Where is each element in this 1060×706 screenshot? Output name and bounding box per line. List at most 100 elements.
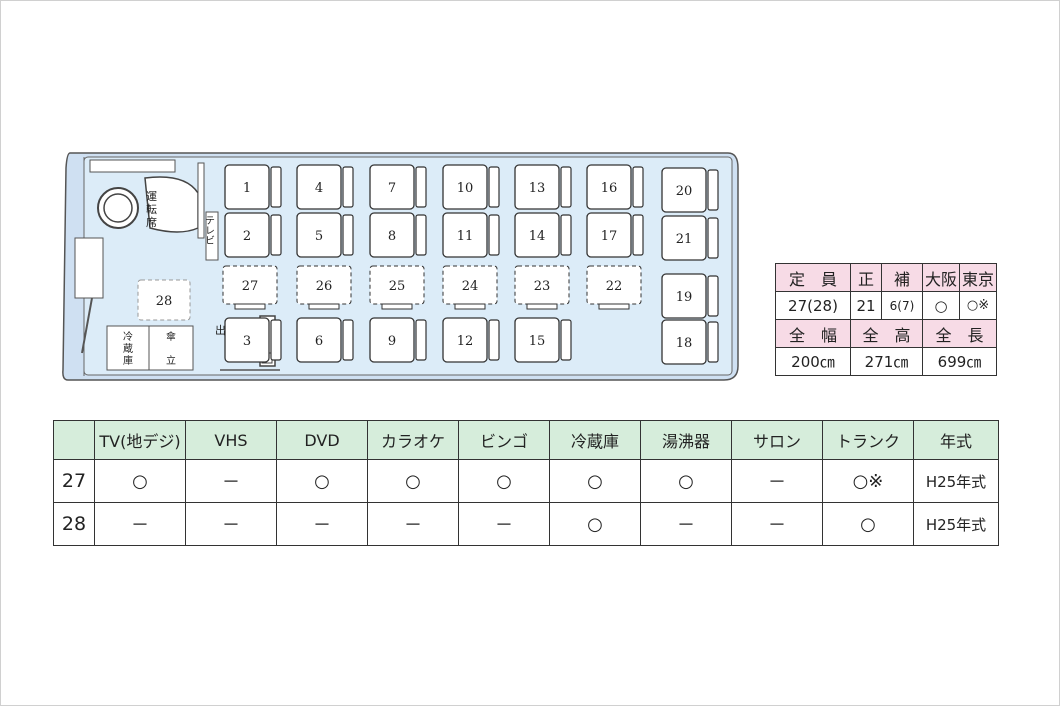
- seat-number: 6: [315, 334, 323, 349]
- seat: 21: [661, 215, 719, 261]
- seat-number: 24: [462, 279, 479, 294]
- umbrella-label-2: 立: [166, 354, 176, 367]
- tv-unit: テレビ: [197, 162, 219, 261]
- seat: 1: [224, 164, 282, 210]
- fridge-and-umbrella: 冷 蔵 庫 傘 立: [106, 325, 194, 371]
- seat-number: 27: [242, 279, 259, 294]
- amenity-cell: －: [185, 459, 277, 503]
- seat-number: 10: [457, 181, 474, 196]
- amenity-cell: ○: [458, 459, 550, 503]
- amenity-cell: ○: [549, 459, 641, 503]
- bus-layout-diagram: 運 転 席 テレビ 28 冷 蔵 庫 傘 立 出入口 1245781011131…: [62, 152, 739, 381]
- aux-seat: 23: [514, 265, 570, 310]
- amenity-header: TV(地デジ): [94, 420, 186, 460]
- amenity-cell: －: [367, 502, 459, 546]
- spec-tokyo-label: 東京: [959, 263, 997, 292]
- seat: 20: [661, 167, 719, 213]
- seat-number: 4: [315, 181, 323, 196]
- driver-label-3: 席: [146, 215, 157, 229]
- amenity-cell: ○: [367, 459, 459, 503]
- seat: 4: [296, 164, 354, 210]
- seat-number: 3: [243, 334, 251, 349]
- amenity-cell: －: [185, 502, 277, 546]
- seat-28-number: 28: [156, 294, 173, 309]
- driver-label-1: 運: [146, 190, 157, 203]
- amenity-table: TV(地デジ) VHS DVD カラオケ ビンゴ 冷蔵庫 湯沸器 サロン トラン…: [53, 420, 999, 546]
- row-label: 27: [53, 459, 95, 503]
- amenity-cell: ○※: [822, 459, 914, 503]
- spec-height-label: 全 高: [850, 319, 923, 348]
- seat: 8: [369, 212, 427, 258]
- seat-28-optional: [137, 279, 191, 321]
- amenity-corner: [53, 420, 95, 460]
- aux-seat: 25: [369, 265, 425, 310]
- amenity-header: 湯沸器: [640, 420, 732, 460]
- seat-number: 2: [243, 229, 251, 244]
- spec-regular-value: 21: [850, 291, 882, 320]
- spec-osaka-value: ○: [922, 291, 960, 320]
- seat-number: 25: [389, 279, 406, 294]
- seat-number: 18: [676, 336, 693, 351]
- amenity-header: サロン: [731, 420, 823, 460]
- spec-width-label: 全 幅: [775, 319, 851, 348]
- spec-aux-value: 6(7): [881, 291, 923, 320]
- seat: 16: [586, 164, 644, 210]
- seat-number: 23: [534, 279, 551, 294]
- spec-capacity-label: 定 員: [775, 263, 851, 292]
- seat-number: 20: [676, 184, 693, 199]
- amenity-cell: ○: [276, 459, 368, 503]
- amenity-cell: －: [458, 502, 550, 546]
- amenity-header: ビンゴ: [458, 420, 550, 460]
- seat-number: 12: [457, 334, 474, 349]
- seat-number: 5: [315, 229, 323, 244]
- amenity-cell: －: [640, 502, 732, 546]
- seat-number: 15: [529, 334, 546, 349]
- seat: 6: [296, 317, 354, 363]
- table-row: 28 － － － － － ○ － － ○ H25年式: [53, 502, 999, 546]
- seat-number: 21: [676, 232, 693, 247]
- seat-number: 14: [529, 229, 546, 244]
- amenity-cell: －: [276, 502, 368, 546]
- fridge-label-2: 蔵: [123, 342, 133, 355]
- spec-length-label: 全 長: [922, 319, 997, 348]
- amenity-cell: ○: [640, 459, 732, 503]
- seat-number: 9: [388, 334, 396, 349]
- seat-number: 8: [388, 229, 396, 244]
- amenity-cell-year: H25年式: [913, 459, 999, 503]
- seat: 14: [514, 212, 572, 258]
- seat: 2: [224, 212, 282, 258]
- spec-aux-label: 補: [881, 263, 923, 292]
- seat: 9: [369, 317, 427, 363]
- seat: 3: [224, 317, 282, 363]
- seat-number: 22: [606, 279, 623, 294]
- spec-tokyo-value: ○※: [959, 291, 997, 320]
- amenity-header: カラオケ: [367, 420, 459, 460]
- seat-number: 13: [529, 181, 546, 196]
- aux-seat: 27: [222, 265, 278, 310]
- seat-number: 11: [457, 229, 474, 244]
- aux-seat: 26: [296, 265, 352, 310]
- aux-seat: 22: [586, 265, 642, 310]
- seat: 15: [514, 317, 572, 363]
- seat: 11: [442, 212, 500, 258]
- seat-number: 1: [243, 181, 251, 196]
- spec-table: 定 員 正 補 大阪 東京 27(28) 21 6(7) ○ ○※ 全 幅 全 …: [775, 263, 997, 376]
- fridge-label-1: 冷: [123, 330, 133, 343]
- umbrella-label-1: 傘: [166, 331, 176, 343]
- amenity-header: 冷蔵庫: [549, 420, 641, 460]
- seat: 19: [661, 273, 719, 319]
- table-row: 27 ○ － ○ ○ ○ ○ ○ － ○※ H25年式: [53, 459, 999, 503]
- amenity-cell: －: [731, 459, 823, 503]
- seat: 12: [442, 317, 500, 363]
- seat: 10: [442, 164, 500, 210]
- row-label: 28: [53, 502, 95, 546]
- seat: 18: [661, 319, 719, 365]
- amenity-cell: －: [94, 502, 186, 546]
- spec-osaka-label: 大阪: [922, 263, 960, 292]
- fridge-label-3: 庫: [123, 354, 133, 367]
- amenity-header: 年式: [913, 420, 999, 460]
- seat: 13: [514, 164, 572, 210]
- amenity-header: DVD: [276, 420, 368, 460]
- aux-seat: 24: [442, 265, 498, 310]
